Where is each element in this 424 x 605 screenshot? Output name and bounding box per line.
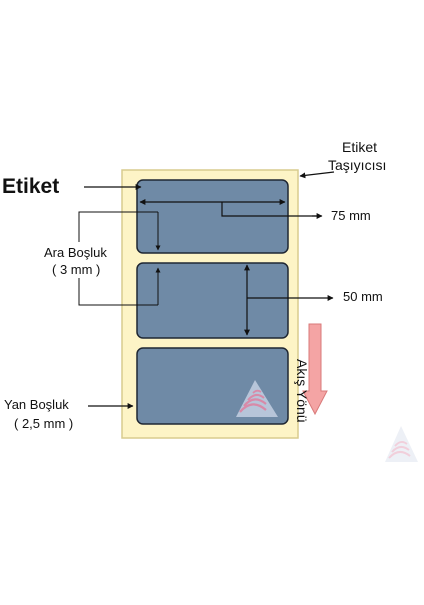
gap-label: Ara Boşluk (44, 245, 107, 260)
width-dimension-leader (221, 202, 318, 217)
gap-bracket-bottom (78, 278, 158, 306)
etiket-label: Etiket (2, 175, 60, 198)
side-gap-value-label: ( 2,5 mm ) (14, 416, 74, 431)
side-gap-label: Yan Boşluk (4, 397, 69, 412)
flow-direction-label: Akış Yönü (294, 359, 310, 423)
wave-triangle-logo-icon (236, 380, 278, 417)
width-dimension-label: 75 mm (331, 208, 371, 223)
carrier-label-line2: Taşıyıcısı (328, 157, 387, 173)
gap-bracket-top (78, 211, 158, 242)
carrier-label-line1: Etiket (342, 139, 378, 155)
gap-value-label: ( 3 mm ) (52, 262, 101, 277)
label-2 (136, 262, 289, 339)
carrier-pointer-arrow (299, 171, 335, 179)
watermark-logo-icon (385, 426, 418, 462)
height-dimension-label: 50 mm (343, 289, 383, 304)
flow-direction-arrow (302, 323, 328, 416)
